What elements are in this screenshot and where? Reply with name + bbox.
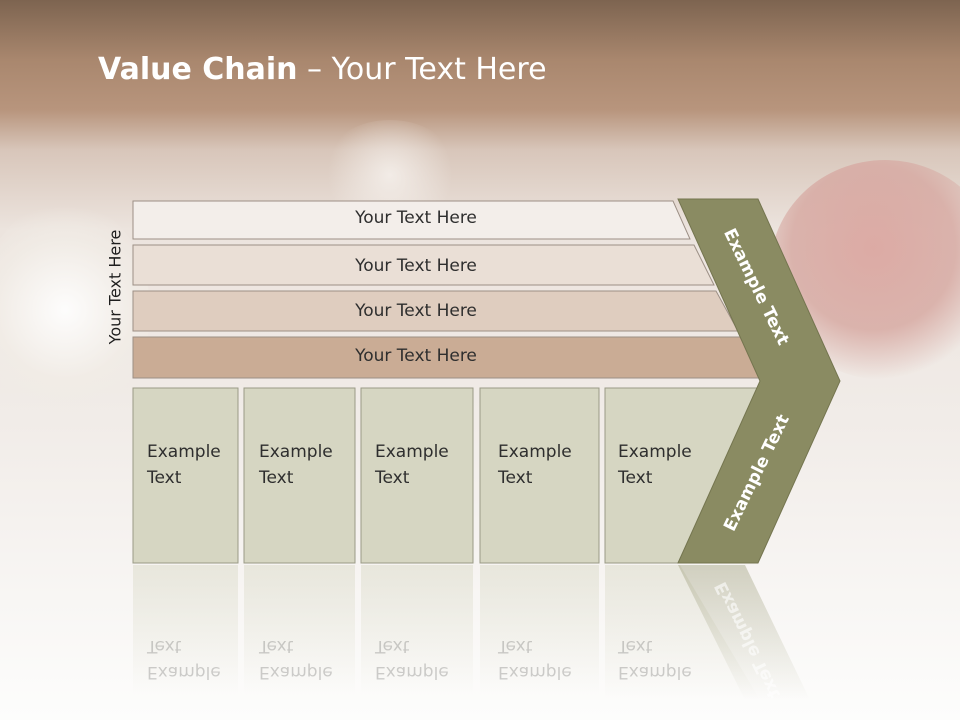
title-bold: Value Chain <box>98 52 298 87</box>
cell-label-3-line1: Example <box>375 442 449 462</box>
row-label-1: Your Text Here <box>355 208 477 228</box>
cell-label-3-line2: Text <box>375 468 410 488</box>
cell-reflection-label-4: Example Text <box>498 633 572 685</box>
cell-label-2-line2: Text <box>259 468 294 488</box>
cell-reflection-label-5: Example Text <box>618 633 692 685</box>
cell-label-1-line2: Text <box>147 468 182 488</box>
background-garlic <box>0 200 150 420</box>
cell-reflection-label-1-line2: Text <box>147 636 182 656</box>
row-label-2: Your Text Here <box>355 256 477 276</box>
cell-reflection-label-2-line1: Example <box>259 662 333 682</box>
cell-label-5-line1: Example <box>618 442 692 462</box>
cell-reflection-4 <box>480 565 599 695</box>
cell-label-1-line1: Example <box>147 442 221 462</box>
cell-reflection-label-2-line2: Text <box>259 636 294 656</box>
cell-reflection-2 <box>244 565 355 695</box>
cell-reflection-label-3-line2: Text <box>375 636 410 656</box>
cell-reflection-label-3-line1: Example <box>375 662 449 682</box>
page-title: Value Chain – Your Text Here <box>98 52 547 87</box>
cell-label-4-line2: Text <box>498 468 533 488</box>
chevron-arrow <box>677 198 841 564</box>
title-rest: – Your Text Here <box>297 52 547 87</box>
row-label-3: Your Text Here <box>355 301 477 321</box>
row-shape-2 <box>132 244 715 286</box>
cell-shape-1 <box>132 387 239 564</box>
cell-reflection-label-4-line2: Text <box>498 636 533 656</box>
row-shape-1 <box>132 200 691 240</box>
reflection-group <box>133 565 810 700</box>
cell-reflection-label-3: Example Text <box>375 633 449 685</box>
cell-reflection-1 <box>133 565 238 695</box>
cell-reflection-5 <box>605 565 760 700</box>
cell-label-4-line1: Example <box>498 442 572 462</box>
cell-reflection-label-5-line1: Example <box>618 662 692 682</box>
arrow-reflection <box>678 565 810 700</box>
cell-reflection-label-4-line1: Example <box>498 662 572 682</box>
cell-label-5-line2: Text <box>618 468 653 488</box>
cell-reflection-label-2: Example Text <box>259 633 333 685</box>
cell-reflection-label-5-line2: Text <box>618 636 653 656</box>
row-label-4: Your Text Here <box>355 346 477 366</box>
cell-reflection-label-1-line1: Example <box>147 662 221 682</box>
cell-label-2-line1: Example <box>259 442 333 462</box>
cell-shape-4 <box>479 387 600 564</box>
cell-reflection-label-1: Example Text <box>147 633 221 685</box>
cell-shape-2 <box>243 387 356 564</box>
cell-reflection-3 <box>361 565 473 695</box>
cell-shape-3 <box>360 387 474 564</box>
